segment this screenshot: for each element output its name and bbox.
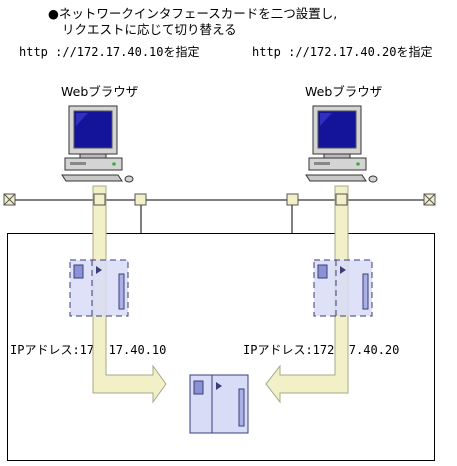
header-line-1: ●ネットワークインタフェースカードを二つ設置し, [48, 6, 338, 21]
bus-terminator-right [423, 193, 436, 206]
client-2-browser-label: Webブラウザ [305, 84, 383, 99]
nic-2-device-icon [313, 259, 373, 317]
nic-1-device-icon [69, 259, 129, 317]
client-1-browser-label: Webブラウザ [61, 84, 139, 99]
bus-terminator-left [3, 193, 16, 206]
client-1-url-label: http ://172.17.40.10を指定 [19, 45, 200, 59]
client-2-pc-icon [305, 105, 378, 183]
bus-connector-client-2 [335, 193, 348, 206]
client-1-pc-icon [61, 105, 134, 183]
header-line-2: リクエストに応じて切り替える [62, 22, 237, 37]
bus-connector-client-1 [93, 193, 106, 206]
client-2-url-label: http ://172.17.40.20を指定 [252, 45, 433, 59]
server-icon [189, 374, 249, 434]
nic-1-ip-label: IPアドレス:172.17.40.10 [10, 343, 167, 357]
nic-2-ip-label: IPアドレス:172.17.40.20 [243, 343, 400, 357]
bus-connector-nic-2 [286, 193, 299, 206]
server-enclosure [7, 233, 435, 461]
bus-connector-nic-1 [134, 193, 147, 206]
